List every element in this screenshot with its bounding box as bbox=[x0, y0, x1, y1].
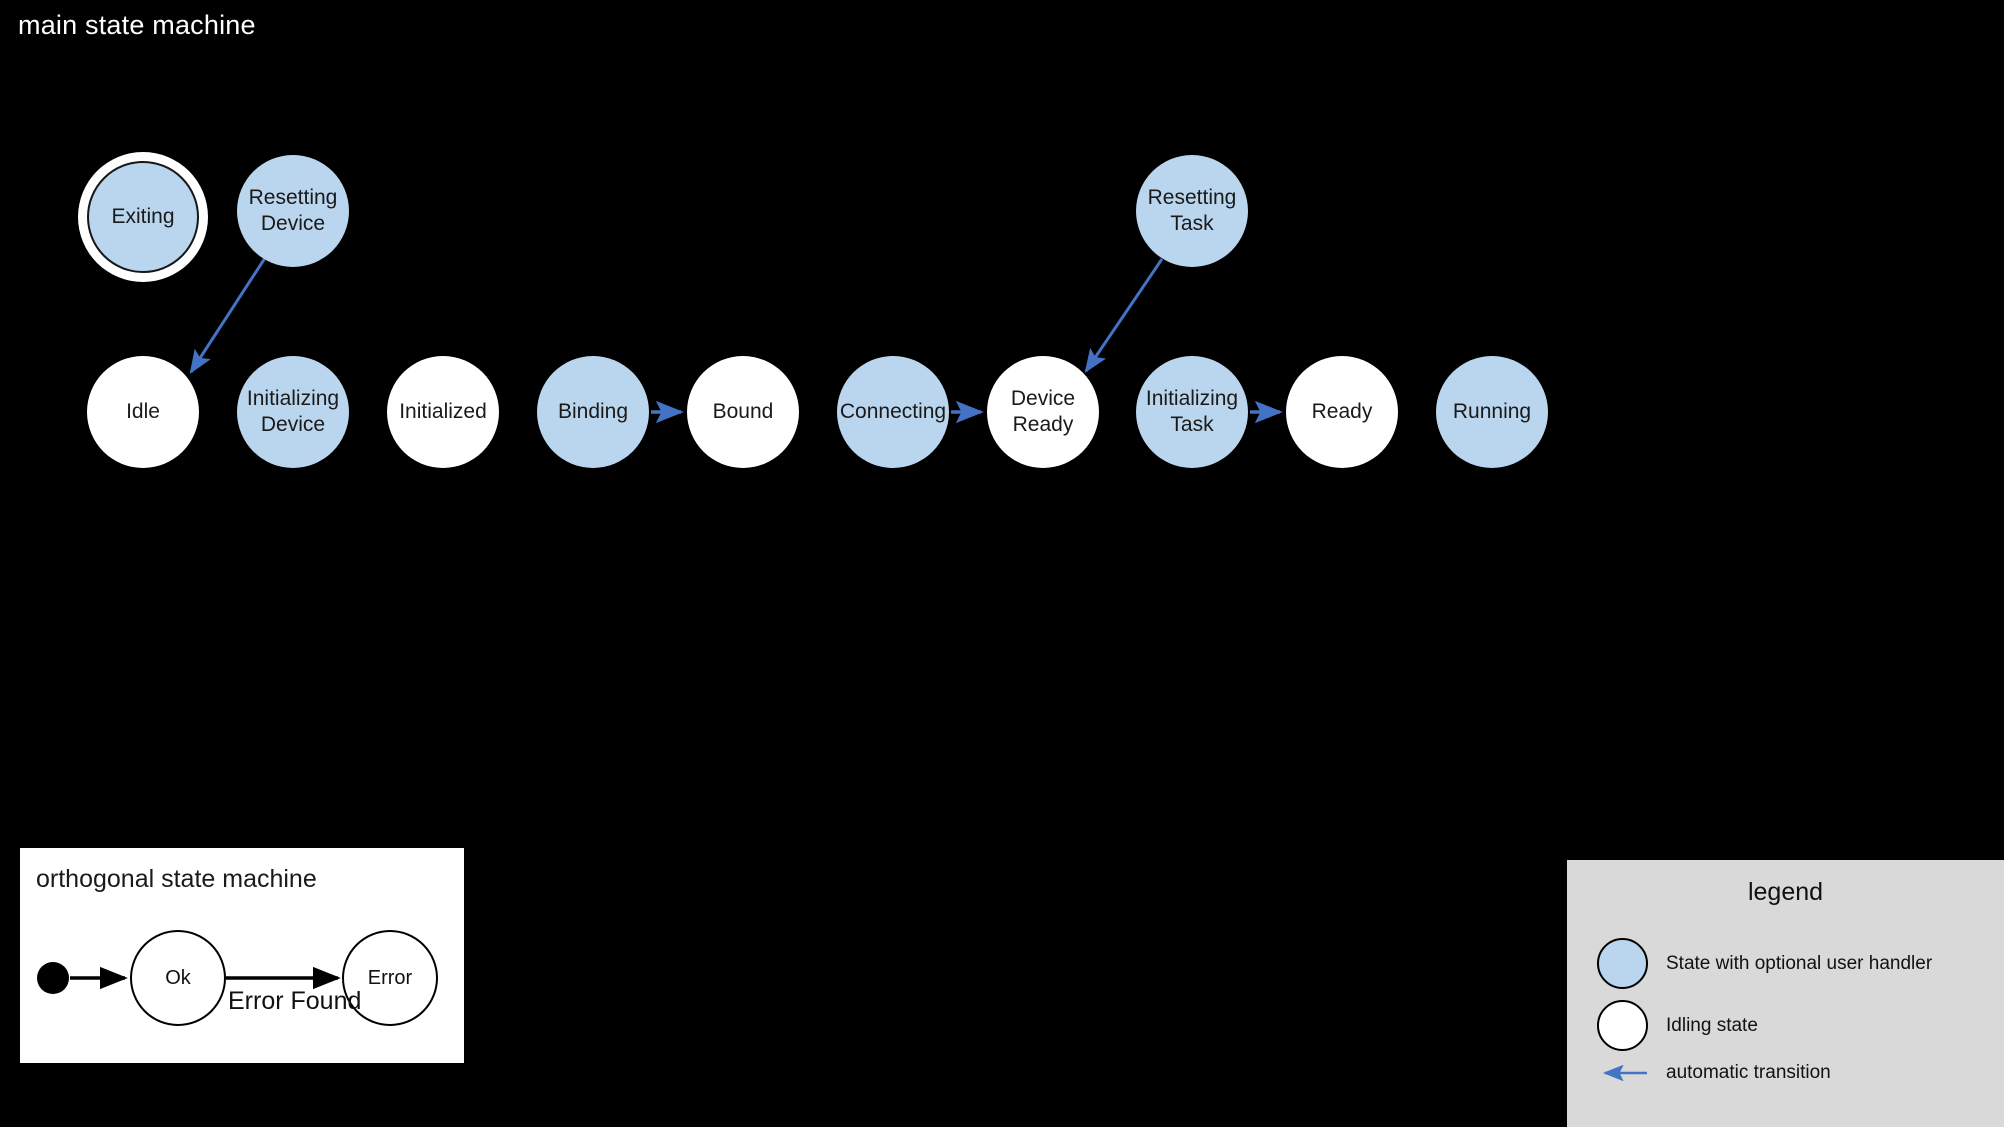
ortho-node-ok-label: Ok bbox=[165, 966, 191, 989]
page-title: main state machine bbox=[18, 10, 256, 40]
state-node-resetting-task[interactable]: Resetting Task bbox=[1136, 155, 1248, 267]
transition-resetting-task-to-device-ready bbox=[1084, 258, 1164, 373]
orthogonal-canvas bbox=[70, 966, 341, 990]
orthogonal-panel-title: orthogonal state machine bbox=[36, 865, 317, 893]
ortho-node-error-label: Error bbox=[367, 966, 413, 989]
state-node-exiting-label: Exiting bbox=[111, 205, 175, 228]
state-node-initialized[interactable]: Initialized bbox=[387, 356, 499, 468]
state-node-idle[interactable]: Idle bbox=[87, 356, 199, 468]
transition-resetting-device-to-idle bbox=[189, 257, 267, 375]
state-node-ready-label: Ready bbox=[1311, 400, 1373, 423]
state-node-device-ready-label: Device Ready bbox=[1010, 387, 1076, 436]
handler-state-circle-icon bbox=[1597, 938, 1648, 989]
state-node-device-ready[interactable]: Device Ready bbox=[987, 356, 1099, 468]
state-node-connecting[interactable]: Connecting bbox=[837, 356, 949, 468]
state-node-initializing-device-label: Initializing Device bbox=[246, 387, 340, 436]
initial-state-dot bbox=[37, 962, 69, 994]
state-node-idle-label: Idle bbox=[126, 400, 160, 423]
state-node-initialized-label: Initialized bbox=[399, 400, 487, 423]
legend-item-idling-state: Idling state bbox=[1597, 1000, 1758, 1051]
arrow-left-icon bbox=[1597, 1063, 1648, 1083]
state-node-binding-label: Binding bbox=[557, 400, 629, 423]
transition-label-error-found: Error Found bbox=[228, 987, 362, 1015]
ortho-node-ok[interactable]: Ok bbox=[130, 930, 226, 1026]
state-node-bound[interactable]: Bound bbox=[687, 356, 799, 468]
legend-item-handler-state-label: State with optional user handler bbox=[1666, 952, 1933, 974]
ortho-node-error[interactable]: Error bbox=[342, 930, 438, 1026]
state-node-running-label: Running bbox=[1452, 400, 1532, 423]
state-node-resetting-device-label: Resetting Device bbox=[248, 186, 338, 235]
idling-state-circle-icon bbox=[1597, 1000, 1648, 1051]
state-node-ready[interactable]: Ready bbox=[1286, 356, 1398, 468]
legend-panel: legend State with optional user handler … bbox=[1567, 860, 2004, 1127]
legend-item-handler-state: State with optional user handler bbox=[1597, 938, 1932, 989]
state-node-resetting-task-label: Resetting Task bbox=[1147, 186, 1237, 235]
state-node-connecting-label: Connecting bbox=[839, 400, 947, 423]
state-node-initializing-task-label: Initializing Task bbox=[1145, 387, 1239, 436]
state-node-initializing-device[interactable]: Initializing Device bbox=[237, 356, 349, 468]
state-node-running[interactable]: Running bbox=[1436, 356, 1548, 468]
legend-item-idling-state-label: Idling state bbox=[1666, 1014, 1758, 1036]
state-node-binding[interactable]: Binding bbox=[537, 356, 649, 468]
legend-item-automatic-transition: automatic transition bbox=[1597, 1062, 1831, 1084]
state-node-resetting-device[interactable]: Resetting Device bbox=[237, 155, 349, 267]
state-node-exiting[interactable]: Exiting bbox=[87, 161, 199, 273]
state-node-initializing-task[interactable]: Initializing Task bbox=[1136, 356, 1248, 468]
state-node-bound-label: Bound bbox=[712, 400, 774, 423]
orthogonal-state-machine-panel: orthogonal state machine Ok Error Error … bbox=[20, 848, 464, 1063]
legend-item-automatic-transition-label: automatic transition bbox=[1666, 1062, 1831, 1083]
legend-title: legend bbox=[1747, 878, 1824, 906]
